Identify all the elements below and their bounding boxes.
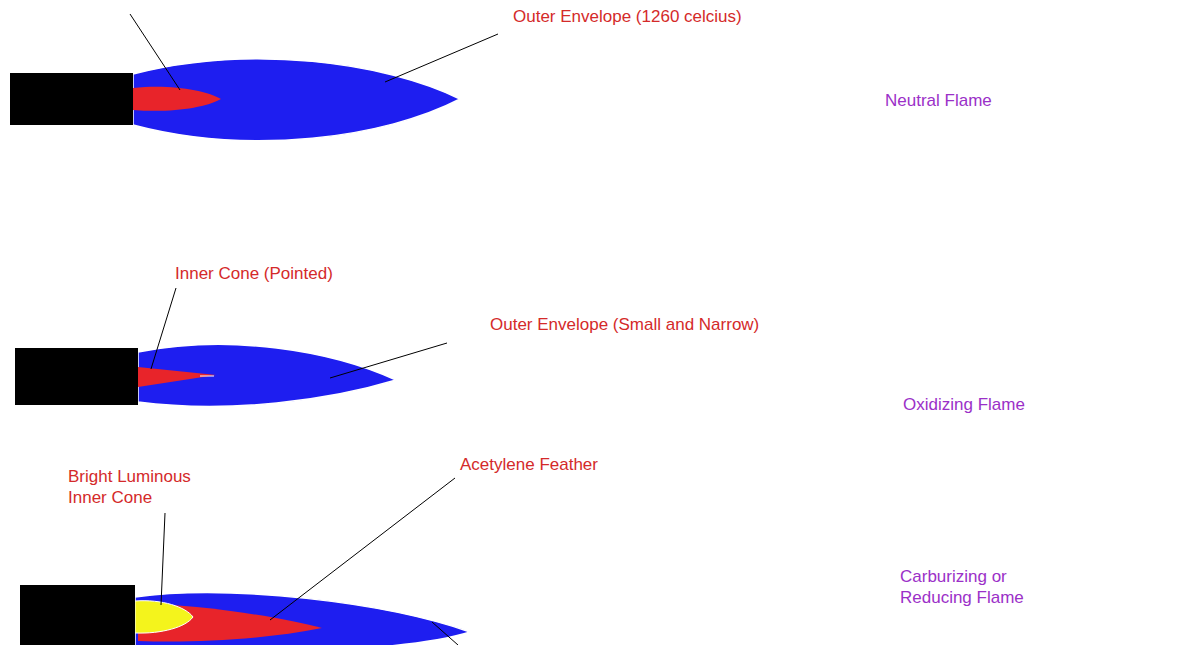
part-label: Outer Envelope (1260 celcius)	[513, 6, 742, 27]
flame-type: Carburizing or Reducing Flame	[900, 566, 1050, 608]
torch-tip	[15, 348, 138, 405]
part-label: Inner Cone (Pointed)	[175, 263, 333, 284]
neutral-inner-cone	[133, 87, 221, 111]
cone-tip	[200, 376, 214, 377]
oxidizing-inner-cone	[138, 367, 216, 387]
flame-type: Oxidizing Flame	[903, 394, 1025, 415]
leader-line	[151, 288, 176, 369]
leader-line	[330, 343, 447, 378]
part-label: Acetylene Feather	[460, 454, 598, 475]
luminous-inner-cone	[135, 601, 193, 633]
leader-line	[130, 14, 180, 90]
torch-tip	[10, 73, 133, 125]
leader-line	[161, 513, 165, 605]
leader-line	[270, 478, 455, 620]
part-label: Bright Luminous Inner Cone	[68, 466, 208, 508]
flame-type: Neutral Flame	[885, 90, 992, 111]
leader-line	[432, 622, 458, 645]
torch-tip	[20, 585, 135, 645]
leader-line	[385, 34, 498, 82]
oxidizing-flame	[138, 344, 396, 406]
part-label: Outer Envelope (Small and Narrow)	[490, 314, 759, 335]
carburizing-flame	[135, 593, 470, 645]
